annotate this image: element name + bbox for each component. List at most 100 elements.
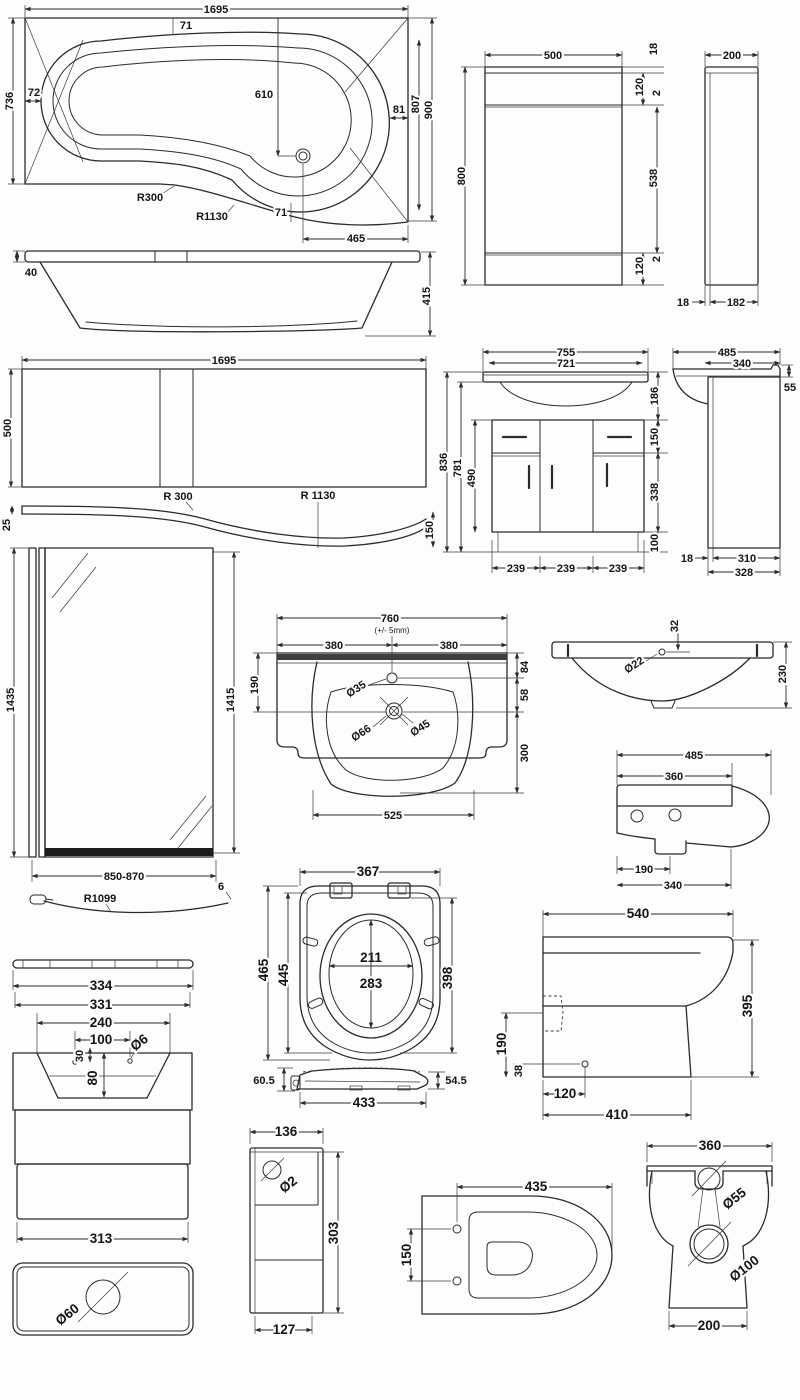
vanity-front-outline <box>482 371 649 553</box>
bath-top-outline <box>24 17 409 226</box>
dim-screen-h: 1435 <box>5 688 17 712</box>
dim-vanity-front-h-doors: 490 <box>466 469 478 487</box>
screen-outline <box>28 547 229 914</box>
dim-vanity-front-d1: 239 <box>507 563 525 575</box>
dim-basin-top-190: 190 <box>249 676 261 694</box>
dim-cistern-front-hole: Ø6 <box>128 1031 152 1054</box>
wc-unit-side-view: 200 18 182 <box>675 48 759 311</box>
dim-pan-back-w: 360 <box>699 1138 722 1153</box>
wall-basin-side-view: 485 360 190 340 <box>616 748 772 894</box>
cistern-side-view: Ø2 136 303 127 <box>249 1122 344 1339</box>
dim-cistern-front-80: 80 <box>85 1070 100 1085</box>
pan-top-dims: 435 150 <box>397 1177 613 1282</box>
dim-basin-top-overflow: Ø66 <box>349 723 373 744</box>
bath-front-dims: 1695 500 25 R 300 R 1130 150 <box>0 353 438 548</box>
seat-top-outline <box>299 882 441 1061</box>
pan-side-outline <box>542 936 734 1078</box>
dim-wall-basin-340: 340 <box>664 880 682 892</box>
dim-seat-top-w: 367 <box>357 864 380 879</box>
dim-bath-front-r-small: R 300 <box>163 491 192 503</box>
dim-vanity-front-d2: 239 <box>557 563 575 575</box>
dim-wc-front-h: 800 <box>456 167 468 185</box>
bath-side-view: 40 415 <box>13 250 436 337</box>
dim-basin-top-right: 380 <box>440 640 458 652</box>
dim-wc-front-120a: 120 <box>634 78 646 96</box>
dim-bath-top-r-small: R300 <box>137 192 163 204</box>
dim-basin-top-bowl: 525 <box>384 810 402 822</box>
dim-screen-t: 6 <box>218 881 224 893</box>
bath-front-panel-view: 1695 500 25 R 300 R 1130 150 <box>0 353 438 548</box>
wc-side-outline <box>704 66 759 286</box>
bath-side-dims: 40 415 <box>13 250 436 337</box>
pan-top-outline <box>421 1195 613 1315</box>
dim-wc-side-18: 18 <box>677 297 689 309</box>
seat-top-dims: 367 465 445 398 211 283 <box>254 862 457 1061</box>
dim-bath-top-drain-h: 465 <box>347 233 365 245</box>
dim-screen-r: R1099 <box>84 893 116 905</box>
dim-seat-top-h-seat: 398 <box>440 966 455 989</box>
pan-back-dims: Ø55 Ø100 360 200 <box>646 1136 773 1335</box>
dim-vanity-side-w: 485 <box>718 347 736 359</box>
basin-top-view: 760 (+/- 5mm) 380 380 84 58 300 190 525 … <box>247 611 534 825</box>
vanity-unit-front-view: 755 721 836 781 490 239 239 239 186 150 … <box>436 345 668 577</box>
dim-screen-h-glass: 1415 <box>225 688 237 712</box>
dim-pan-top-len: 435 <box>525 1179 548 1194</box>
wc-side-dims: 200 18 182 <box>675 48 759 311</box>
dim-basin-top-left: 380 <box>325 640 343 652</box>
dim-bath-front-end-right: 150 <box>424 521 436 539</box>
toilet-seat-top-view: 367 465 445 398 211 283 <box>254 862 457 1061</box>
seat-side-dims: 60.5 54.5 433 <box>251 1067 469 1112</box>
wall-basin-dims: 485 360 190 340 <box>616 748 772 894</box>
dim-vanity-front-338: 338 <box>649 483 661 501</box>
dim-bath-top-w: 1695 <box>204 4 228 16</box>
dim-basin-top-tap: Ø35 <box>344 679 368 700</box>
cistern-lid-outline <box>12 1262 194 1336</box>
wc-front-dims: 500 800 18 120 2 538 120 2 <box>454 41 665 286</box>
dim-vanity-side-310: 310 <box>738 553 756 565</box>
dim-bath-top-h-inner: 807 <box>410 95 422 113</box>
dim-basin-side-32: 32 <box>669 620 681 632</box>
cistern-front-dims: 334 331 240 100 Ø6 30 80 313 <box>12 970 194 1248</box>
dim-vanity-front-d3: 239 <box>609 563 627 575</box>
vanity-unit-side-view: 485 340 55 18 310 328 <box>672 345 798 581</box>
dim-cistern-side-w: 136 <box>275 1124 298 1139</box>
dim-seat-top-ih: 283 <box>360 976 383 991</box>
wc-front-outline <box>484 66 623 286</box>
dim-pan-back-inlet: Ø55 <box>720 1184 750 1212</box>
dim-wc-front-538: 538 <box>648 169 660 187</box>
basin-top-outline <box>276 652 508 797</box>
toilet-pan-back-view: Ø55 Ø100 360 200 <box>646 1136 773 1335</box>
dim-vanity-front-h-body: 781 <box>452 459 464 477</box>
dim-basin-top-300: 300 <box>519 744 531 762</box>
dim-pan-side-410: 410 <box>606 1107 629 1122</box>
dim-vanity-side-328: 328 <box>735 567 753 579</box>
dim-cistern-front-331: 331 <box>90 997 113 1012</box>
dim-vanity-front-h: 836 <box>438 453 450 471</box>
dim-bath-top-rim-top: 71 <box>180 20 192 32</box>
dim-bath-front-r-large: R 1130 <box>301 490 336 502</box>
dim-seat-side-front: 60.5 <box>253 1075 274 1087</box>
dim-basin-top-84: 84 <box>519 660 531 673</box>
dim-cistern-front-30: 30 <box>74 1050 86 1062</box>
dim-vanity-side-18: 18 <box>681 553 693 565</box>
dim-bath-top-rim-right: 81 <box>393 104 405 116</box>
basin-side-dims: 32 Ø22 230 <box>620 618 792 709</box>
dim-pan-side-120: 120 <box>554 1086 577 1101</box>
dim-cistern-front-313: 313 <box>90 1231 113 1246</box>
dim-pan-side-190: 190 <box>494 1033 509 1056</box>
dim-seat-top-h-lid: 445 <box>276 963 291 986</box>
wall-basin-outline <box>616 784 770 855</box>
basin-side-view: 32 Ø22 230 <box>551 618 792 709</box>
bath-top-dims: 1695 71 736 72 610 81 807 900 R300 R1130… <box>2 2 438 248</box>
vanity-front-dims: 755 721 836 781 490 239 239 239 186 150 … <box>436 345 668 577</box>
cistern-lid-view: Ø60 <box>12 1262 194 1336</box>
dim-seat-side-len: 433 <box>353 1095 376 1110</box>
dim-cistern-side-h: 303 <box>326 1221 341 1244</box>
screen-dims: 1435 1415 850-870 R1099 6 <box>3 547 240 913</box>
dim-wc-front-2a: 2 <box>651 90 663 96</box>
bath-top-view: 1695 71 736 72 610 81 807 900 R300 R1130… <box>2 2 438 248</box>
dim-bath-top-rim-bottom: 71 <box>275 207 287 219</box>
toilet-seat-side-view: 60.5 54.5 433 <box>251 1067 469 1112</box>
